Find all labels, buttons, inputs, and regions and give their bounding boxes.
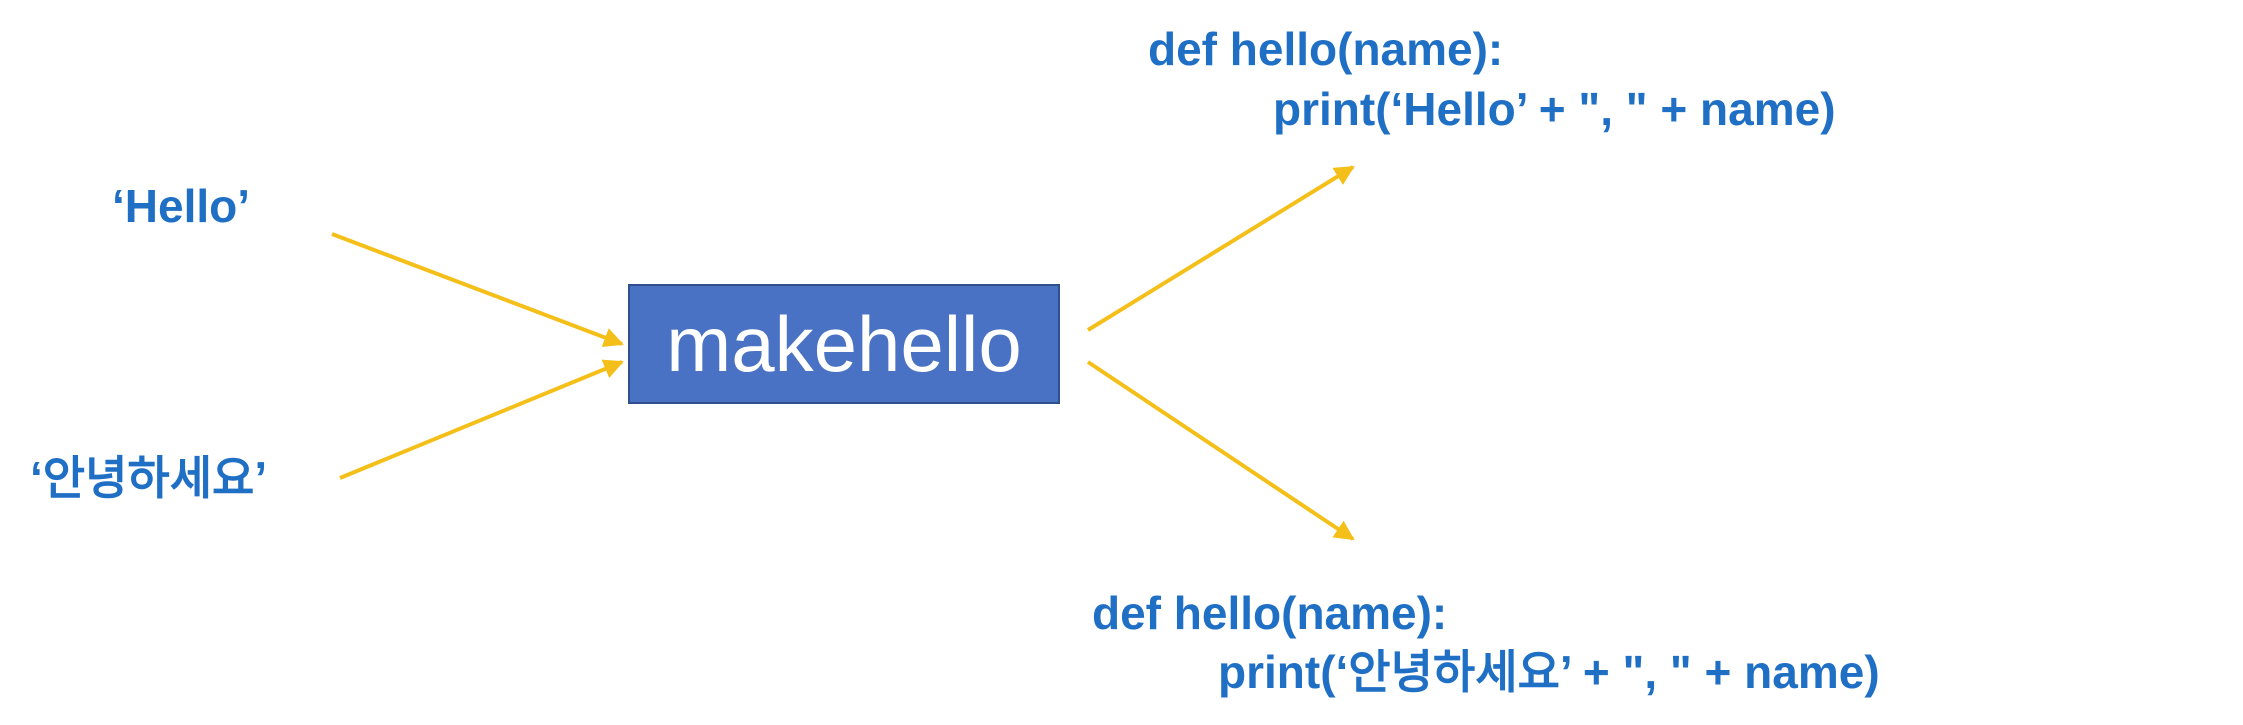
english-output-line2: print(‘Hello’ + ", " + name) bbox=[1273, 83, 1836, 135]
arrow-annyeong-to-box bbox=[339, 359, 624, 480]
input-annyeong-label: ‘안녕하세요’ bbox=[30, 452, 268, 504]
korean-output-line1: def hello(name): bbox=[1092, 587, 1448, 639]
arrow-hello-to-box bbox=[331, 232, 624, 347]
arrow-box-to-english-output bbox=[1086, 165, 1355, 332]
arrow-box-to-korean-output bbox=[1086, 360, 1355, 541]
makehello-function-box: makehello bbox=[628, 284, 1060, 404]
input-hello-label: ‘Hello’ bbox=[112, 180, 251, 232]
korean-output-line2: print(‘안녕하세요’ + ", " + name) bbox=[1218, 646, 1880, 698]
english-output-line1: def hello(name): bbox=[1148, 23, 1504, 75]
function-box-label: makehello bbox=[666, 300, 1022, 388]
